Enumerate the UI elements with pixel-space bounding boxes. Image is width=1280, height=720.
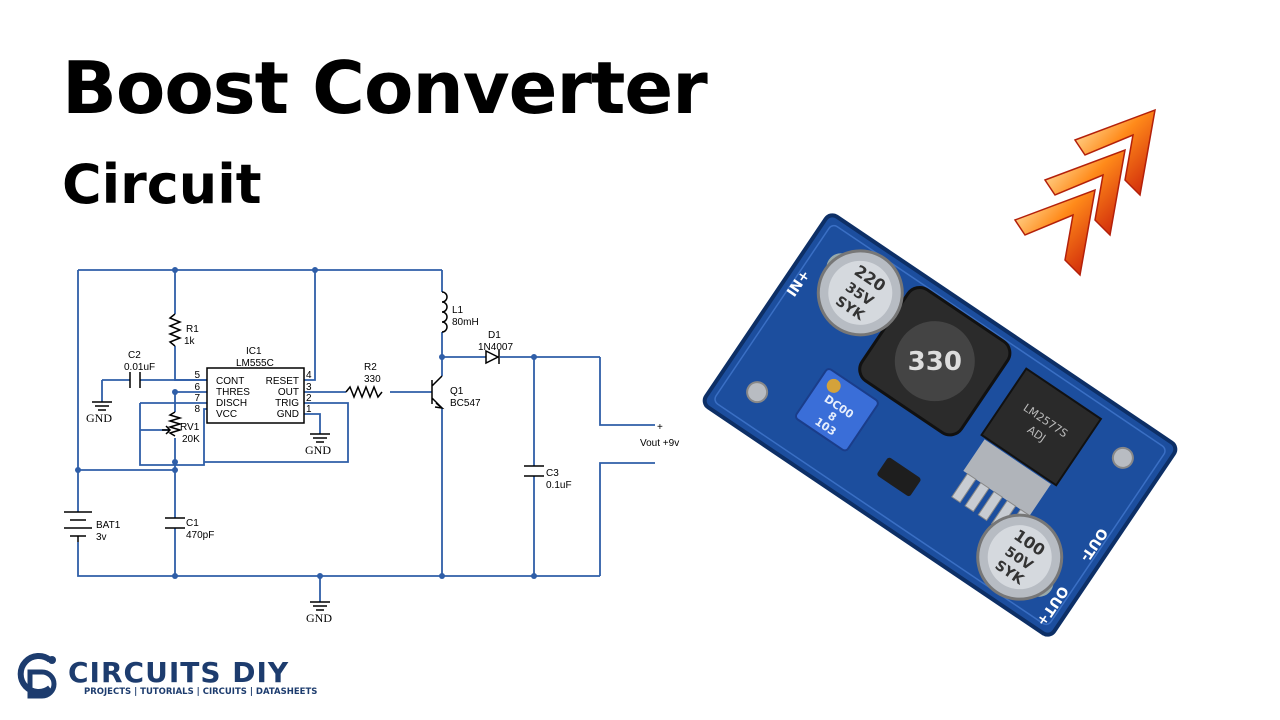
ground-symbol: [92, 401, 112, 411]
wires: [77, 269, 655, 602]
ic-pin-number: 4: [306, 370, 312, 381]
rv1-ref: RV1: [180, 422, 200, 433]
components: [64, 291, 544, 611]
ic-part: LM555C: [236, 358, 274, 369]
ic-pin-label: VCC: [216, 409, 237, 420]
out-plus: +: [657, 422, 663, 433]
ic-pin-label: TRIG: [275, 398, 299, 409]
ic-pin-number: 7: [194, 393, 200, 404]
l1-value: 80mH: [452, 317, 479, 328]
c1-ref: C1: [186, 518, 199, 529]
d1-ref: D1: [488, 330, 501, 341]
resistor-r1: [167, 313, 183, 347]
junction-dots: [75, 267, 537, 579]
ic-pin-number: 6: [194, 382, 200, 393]
c2-value: 0.01uF: [124, 362, 155, 373]
ic-pin-label: OUT: [278, 387, 299, 398]
chip-tab: [963, 439, 1051, 516]
trimmer-potentiometer: [794, 368, 879, 452]
ic-pin-label: CONT: [216, 376, 244, 387]
r2-ref: R2: [364, 362, 377, 373]
r1-ref: R1: [186, 324, 199, 335]
r1-value: 1k: [184, 336, 196, 347]
gnd-label: GND: [306, 611, 332, 625]
ic-pin-number: 5: [194, 370, 200, 381]
boost-arrows-icon: [1013, 108, 1156, 277]
c1-value: 470pF: [186, 530, 214, 541]
inductor-marking: 330: [908, 347, 962, 377]
diode-d1: [485, 349, 500, 365]
gnd-label: GND: [305, 443, 331, 457]
rv1-value: 20K: [182, 434, 200, 445]
capacitor-c2: [129, 372, 141, 388]
q1-ref: Q1: [450, 386, 464, 397]
ic-pin-label: THRES: [216, 387, 250, 398]
l1-ref: L1: [452, 305, 464, 316]
circuit-schematic: IC1 LM555C CONT THRES DISCH VCC RESET OU…: [64, 267, 679, 625]
bat1-ref: BAT1: [96, 520, 121, 531]
brand-logo[interactable]: CIRCUITS DIY PROJECTS | TUTORIALS | CIRC…: [16, 650, 317, 710]
ic-pin-number: 2: [306, 393, 312, 404]
capacitor-c1: [165, 517, 185, 529]
brand-logo-icon: [17, 653, 57, 699]
ic-ref: IC1: [246, 346, 262, 357]
page-title: Boost Converter: [62, 46, 708, 130]
ground-symbol: [310, 601, 330, 611]
ic-pin-number: 1: [306, 404, 312, 415]
solder-pad: [746, 381, 769, 404]
solder-pad: [1111, 446, 1134, 469]
gnd-label: GND: [86, 411, 112, 425]
boost-module-photo: IN+ OUT- OUT+ 330 220 35V SYK DC00 8 103…: [702, 213, 1178, 637]
capacitor-c3: [524, 465, 544, 477]
out-label: Vout +9v: [640, 438, 679, 449]
ic-pin-label: DISCH: [216, 398, 247, 409]
brand-tagline: PROJECTS | TUTORIALS | CIRCUITS | DATASH…: [84, 687, 318, 697]
schematic-labels: IC1 LM555C CONT THRES DISCH VCC RESET OU…: [96, 305, 679, 543]
resistor-r2: [345, 384, 383, 400]
potentiometer-rv1: [167, 411, 183, 437]
ground-labels: GND GND GND: [86, 411, 332, 625]
ic-555-body: [206, 367, 305, 424]
ic-pin-number: 3: [306, 382, 312, 393]
c2-ref: C2: [128, 350, 141, 361]
page-subtitle: Circuit: [62, 153, 262, 216]
q1-value: BC547: [450, 398, 481, 409]
brand-name: CIRCUITS DIY: [68, 656, 290, 689]
ic-pin-label: GND: [277, 409, 299, 420]
c3-value: 0.1uF: [546, 480, 572, 491]
ground-symbol: [310, 433, 330, 443]
bat1-value: 3v: [96, 532, 107, 543]
c3-ref: C3: [546, 468, 559, 479]
smd-diode: [877, 457, 921, 497]
r2-value: 330: [364, 374, 381, 385]
battery-bat1: [64, 511, 92, 537]
ic-pin-number: 8: [194, 404, 200, 415]
inductor-l1: [441, 291, 448, 333]
regulator-chip: [980, 367, 1103, 487]
ic-pin-label: RESET: [266, 376, 299, 387]
d1-value: 1N4007: [478, 342, 513, 353]
